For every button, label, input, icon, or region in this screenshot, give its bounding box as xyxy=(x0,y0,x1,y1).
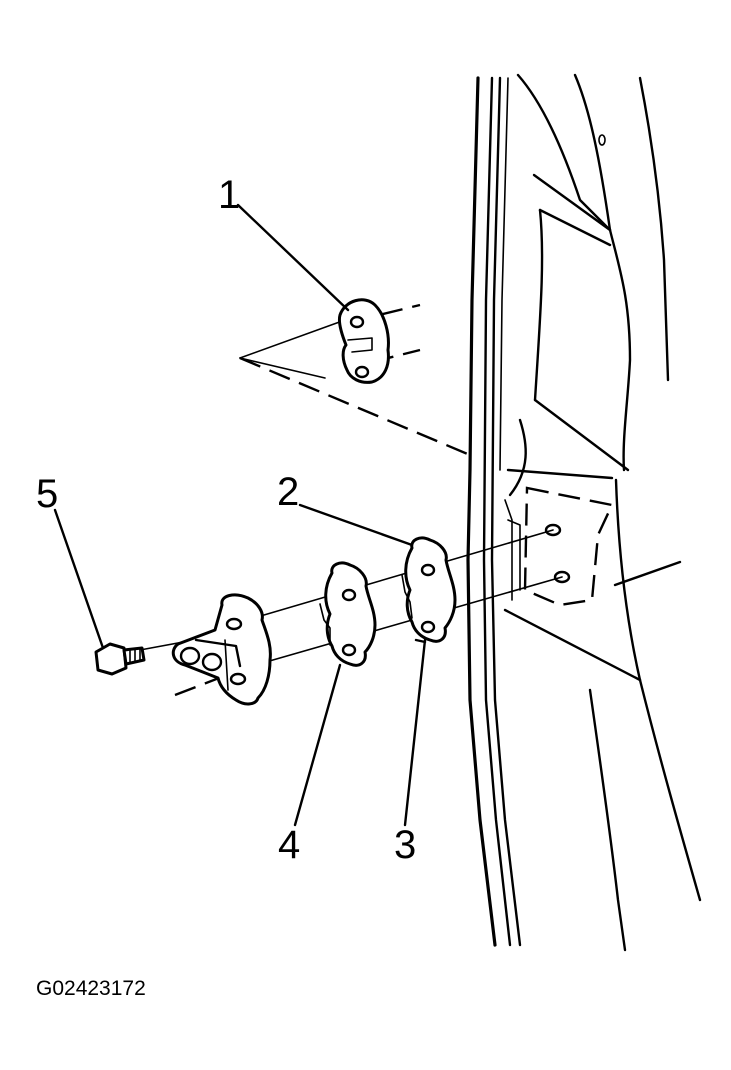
callout-numbers: 1 2 3 4 5 xyxy=(36,173,416,867)
callout-leaders xyxy=(53,203,427,827)
part-2-shim xyxy=(401,536,457,643)
leader-1 xyxy=(236,203,350,312)
leader-4 xyxy=(293,663,342,827)
callout-4: 4 xyxy=(278,823,300,867)
callout-2: 2 xyxy=(277,470,299,514)
callout-1: 1 xyxy=(218,173,240,217)
callout-3: 3 xyxy=(394,823,416,867)
leader-2 xyxy=(298,503,414,547)
part-1-nut-plate xyxy=(338,298,390,384)
part-4-spacer xyxy=(319,561,377,667)
part-5-bolt xyxy=(94,642,146,676)
door-hinge xyxy=(171,593,272,706)
leader-5 xyxy=(53,508,105,650)
part-3-shim xyxy=(414,638,427,644)
callout-5: 5 xyxy=(36,472,58,516)
figure-code: G02423172 xyxy=(36,977,146,1000)
door-pillar-body xyxy=(466,73,702,952)
leader-3 xyxy=(403,638,427,827)
